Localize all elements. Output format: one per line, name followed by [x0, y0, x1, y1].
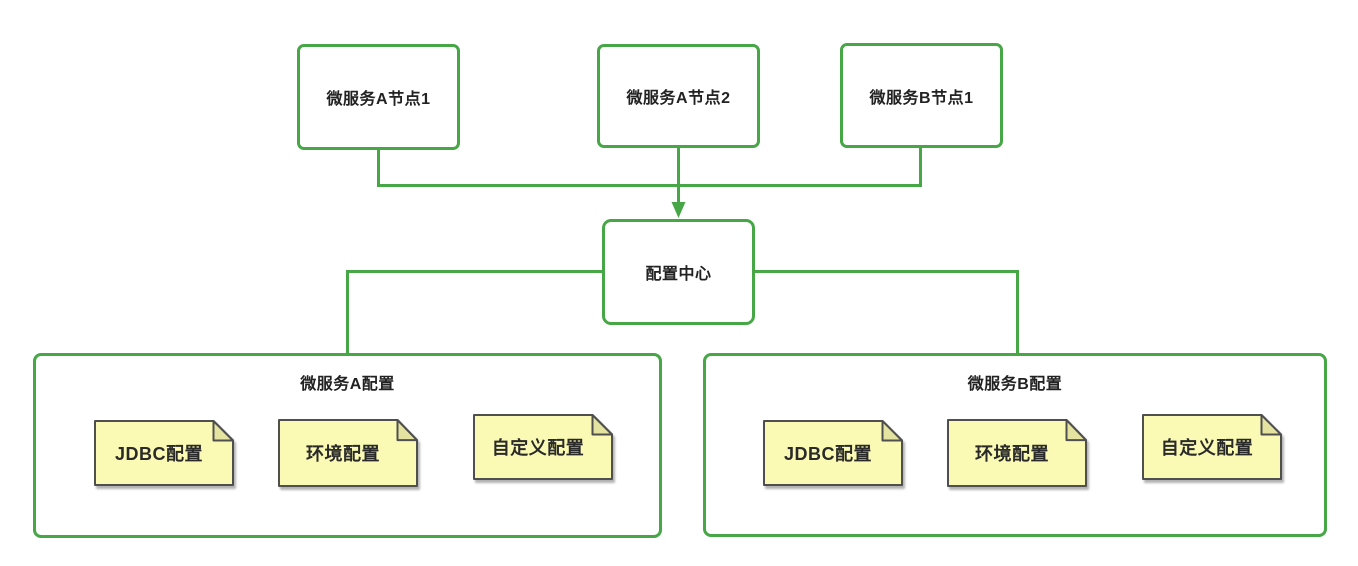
- node-service-a-2-label: 微服务A节点2: [626, 90, 731, 107]
- group-service-b-config: 微服务B配置 JDBC配置 环境配置 自定义配置: [703, 353, 1327, 537]
- group-service-b-config-title: 微服务B配置: [967, 376, 1063, 393]
- note-shape-icon: [947, 419, 1087, 487]
- note-shape-icon: [278, 419, 418, 487]
- connector-bus: [377, 148, 922, 187]
- note-a-custom: 自定义配置: [473, 414, 613, 480]
- note-b-env-label: 环境配置: [975, 444, 1049, 464]
- node-service-a-1-label: 微服务A节点1: [326, 91, 431, 108]
- note-a-custom-label: 自定义配置: [491, 438, 585, 458]
- node-config-center-label: 配置中心: [645, 266, 712, 283]
- node-config-center: 配置中心: [602, 219, 755, 325]
- group-service-a-config-title: 微服务A配置: [300, 376, 395, 393]
- note-b-custom-label: 自定义配置: [1160, 438, 1254, 458]
- group-service-a-config: 微服务A配置 JDBC配置 环境配置 自定义配置: [33, 353, 662, 538]
- note-shape-icon: [94, 420, 234, 486]
- note-shape-icon: [763, 420, 903, 486]
- note-a-jdbc-label: JDBC配置: [114, 444, 203, 464]
- note-b-env: 环境配置: [947, 419, 1087, 487]
- note-shape-icon: [1142, 414, 1282, 480]
- connector-center-to-group-b: [755, 270, 1019, 353]
- note-a-env: 环境配置: [278, 419, 418, 487]
- arrowhead-down-icon: [671, 202, 686, 218]
- note-b-jdbc: JDBC配置: [763, 420, 903, 486]
- connector-center-to-group-a: [346, 270, 602, 353]
- note-a-jdbc: JDBC配置: [94, 420, 234, 486]
- node-service-b-1-label: 微服务B节点1: [869, 89, 974, 107]
- node-service-a-1: 微服务A节点1: [297, 44, 460, 150]
- note-b-custom: 自定义配置: [1142, 414, 1282, 480]
- node-service-b-1: 微服务B节点1: [840, 43, 1003, 148]
- note-shape-icon: [473, 414, 613, 480]
- node-service-a-2: 微服务A节点2: [597, 44, 760, 148]
- note-b-jdbc-label: JDBC配置: [783, 444, 872, 464]
- note-a-env-label: 环境配置: [306, 444, 380, 464]
